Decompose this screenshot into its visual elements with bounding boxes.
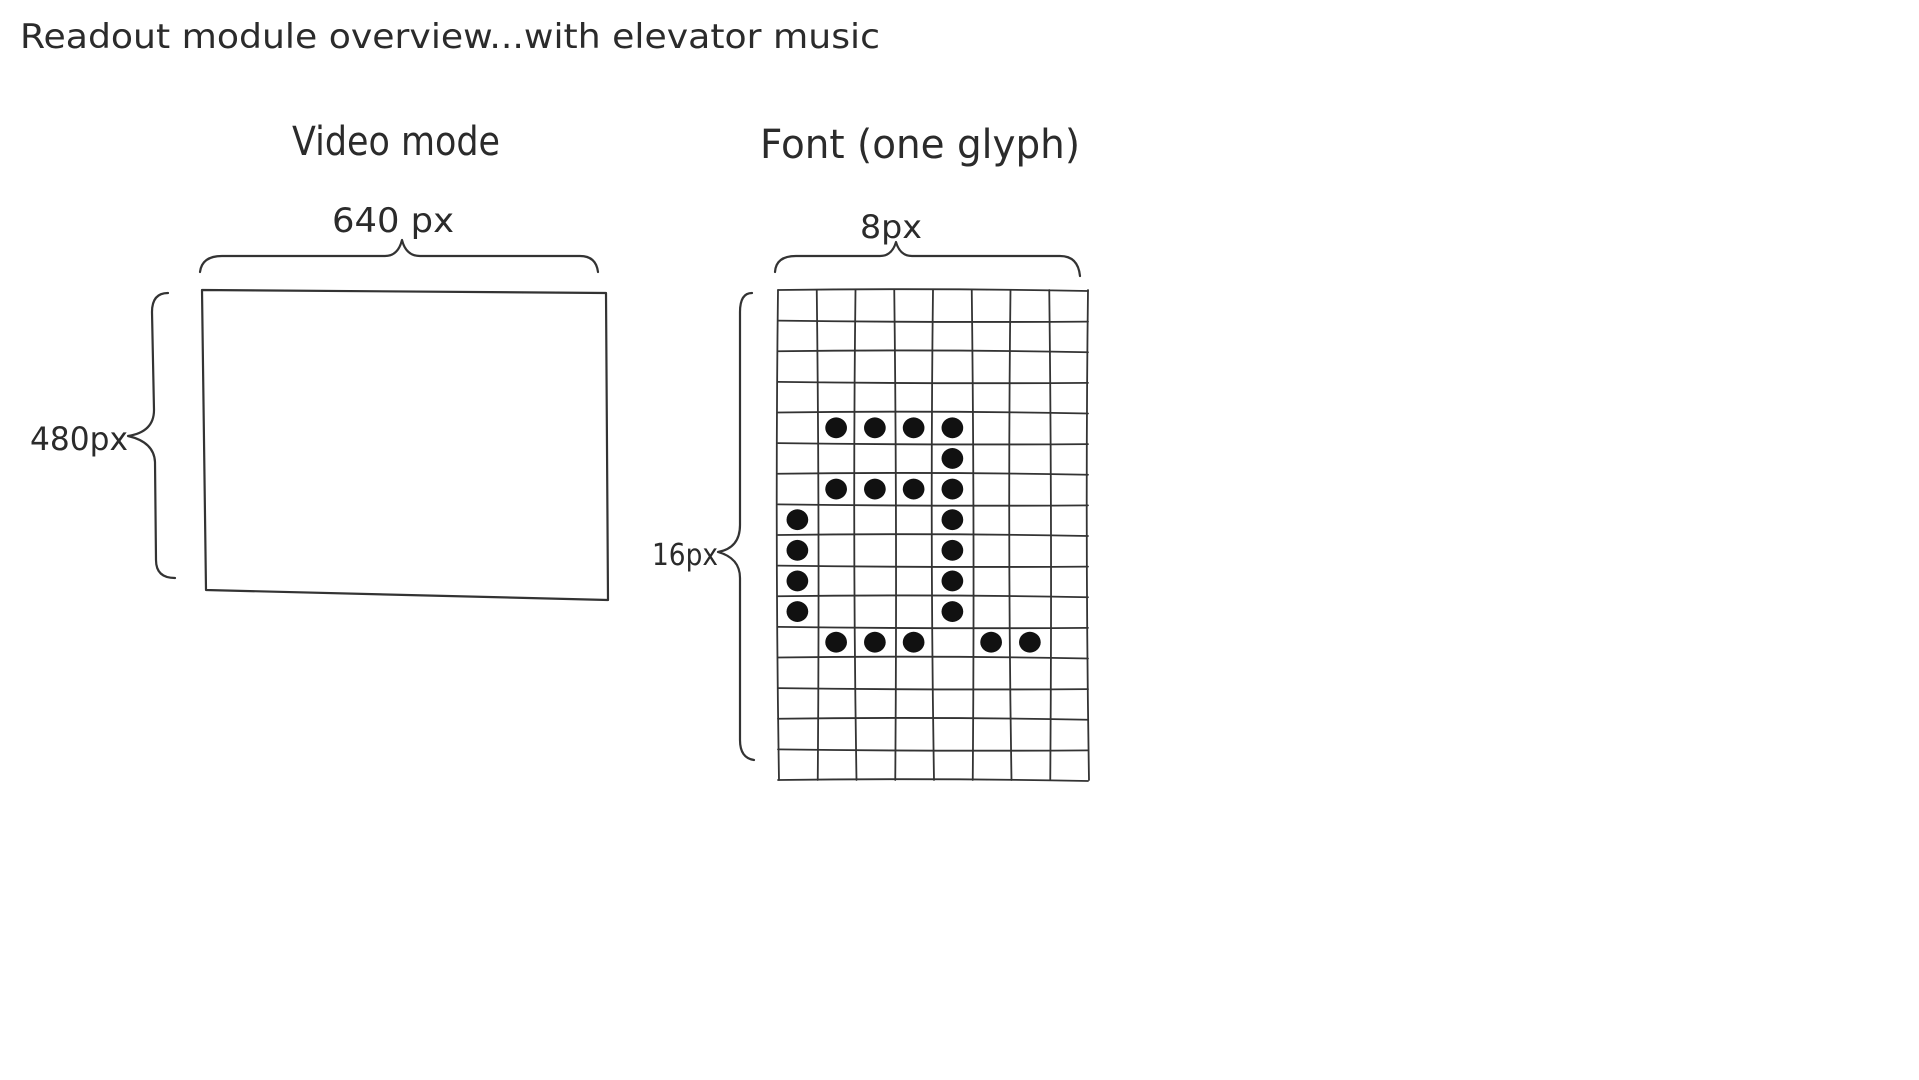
glyph-pixel — [825, 478, 847, 500]
glyph-pixel — [941, 509, 964, 531]
grid-column-line — [775, 289, 780, 781]
glyph-pixel — [864, 417, 886, 439]
glyph-pixel — [864, 631, 886, 653]
font-glyph-heading: Font (one glyph) — [760, 122, 1080, 168]
grid-row-line — [777, 410, 1089, 415]
glyph-pixel — [941, 448, 964, 469]
glyph-pixel — [980, 631, 1002, 653]
glyph-pixel — [786, 539, 809, 561]
grid-row-line — [777, 625, 1089, 630]
grid-row-line — [777, 687, 1089, 691]
glyph-pixel — [941, 539, 964, 561]
glyph-pixel — [864, 478, 886, 500]
glyph-grid — [775, 288, 1090, 782]
grid-row-line — [777, 594, 1089, 599]
glyph-height-brace — [716, 291, 756, 762]
grid-row-line — [777, 655, 1089, 660]
grid-column-line — [1085, 289, 1090, 781]
grid-row-line — [777, 442, 1089, 446]
page-title: Readout module overview...with elevator … — [20, 17, 880, 57]
grid-row-line — [777, 533, 1089, 537]
video-mode-diagram: Video mode 640 px 480px — [30, 119, 610, 602]
glyph-height-label: 16px — [652, 538, 718, 573]
glyph-pixel — [941, 601, 964, 622]
video-height-label: 480px — [30, 420, 128, 458]
video-mode-heading: Video mode — [292, 119, 500, 165]
grid-row-line — [777, 564, 1089, 568]
glyph-pixel — [786, 509, 809, 531]
width-brace — [198, 238, 600, 274]
glyph-pixel — [825, 631, 847, 653]
grid-row-line — [777, 380, 1089, 385]
grid-row-line — [777, 349, 1089, 354]
grid-row-line — [777, 472, 1089, 476]
glyph-pixel — [1019, 631, 1041, 653]
glyph-pixel — [941, 417, 964, 439]
glyph-width-label: 8px — [860, 208, 922, 246]
glyph-pixels — [786, 417, 1041, 653]
glyph-pixel — [941, 478, 964, 500]
font-glyph-diagram: Font (one glyph) 8px 16px — [652, 122, 1090, 782]
height-brace — [126, 291, 177, 580]
glyph-pixel — [902, 417, 925, 439]
grid-row-line — [777, 288, 1089, 292]
glyph-pixel — [941, 570, 964, 592]
glyph-pixel — [902, 631, 925, 653]
glyph-pixel — [825, 417, 847, 439]
screen-rectangle — [200, 288, 610, 602]
grid-row-line — [777, 503, 1089, 507]
grid-row-line — [777, 717, 1089, 721]
glyph-width-brace — [773, 240, 1082, 278]
grid-row-line — [777, 319, 1089, 323]
glyph-pixel — [786, 570, 809, 592]
video-width-label: 640 px — [332, 201, 454, 241]
glyph-pixel — [902, 478, 925, 500]
grid-row-line — [777, 778, 1089, 782]
grid-row-line — [777, 748, 1089, 752]
glyph-pixel — [786, 601, 809, 622]
